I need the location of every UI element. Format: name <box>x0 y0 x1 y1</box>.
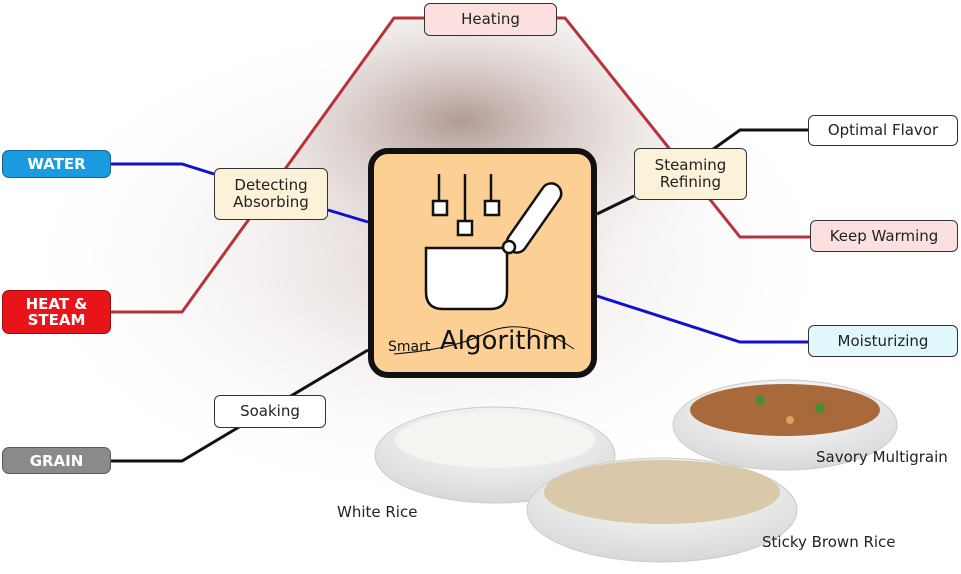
detecting-absorbing-node: Detecting Absorbing <box>214 168 328 220</box>
smart-algorithm-icon: Smart Algorithm <box>368 148 597 378</box>
moisturizing-node: Moisturizing <box>808 325 958 357</box>
white-rice-label: White Rice <box>337 503 418 521</box>
keep-warming-node: Keep Warming <box>810 220 958 252</box>
heating-node: Heating <box>424 3 557 36</box>
heat-line <box>111 16 424 314</box>
soaking-node: Soaking <box>214 395 326 428</box>
smart-label: Smart <box>388 339 431 355</box>
heat-steam-source: HEAT & STEAM <box>2 290 111 334</box>
rice-bowls <box>374 379 898 563</box>
rice-cooker-icon <box>393 174 575 355</box>
water-source: WATER <box>2 150 111 178</box>
water-line <box>111 162 215 176</box>
heat-line-2 <box>557 16 810 239</box>
grain-source: GRAIN <box>2 447 111 474</box>
algorithm-label: Algorithm <box>440 326 568 356</box>
grain-line <box>111 348 369 463</box>
steaming-refining-node: Steaming Refining <box>634 148 747 200</box>
sticky-brown-rice-label: Sticky Brown Rice <box>762 533 896 551</box>
optimal-flavor-node: Optimal Flavor <box>808 115 958 146</box>
savory-multigrain-label: Savory Multigrain <box>816 448 948 466</box>
water-line-2 <box>327 208 369 224</box>
steam-line <box>596 194 635 216</box>
moist-line <box>596 294 808 344</box>
flavor-line <box>711 128 808 152</box>
